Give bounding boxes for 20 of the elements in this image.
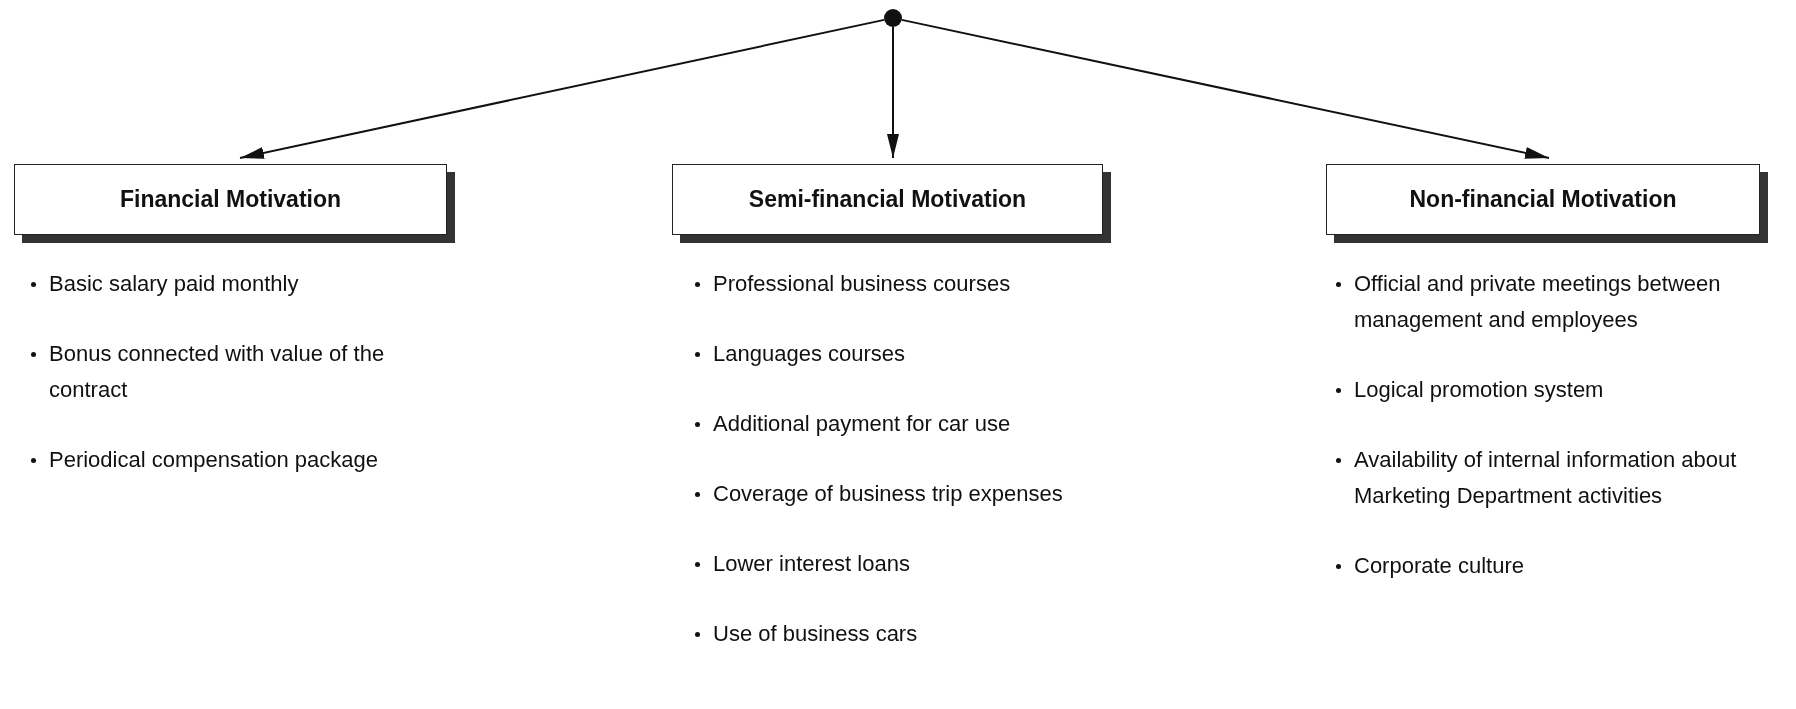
category-title: Semi-financial Motivation — [748, 186, 1027, 213]
arrow — [900, 18, 1550, 159]
bullet-item: Professional business courses — [693, 266, 1133, 302]
bullet-item: Periodical compensation package — [29, 442, 449, 478]
bullet-item: Bonus connected with value of the contract — [29, 336, 449, 408]
bullet-item: Use of business cars — [693, 616, 1133, 652]
bullet-item: Availability of internal information about Marketing Department activities — [1334, 442, 1789, 514]
category-title: Financial Motivation — [119, 186, 342, 213]
bullet-item: Corporate culture — [1334, 548, 1789, 584]
arrow — [887, 26, 899, 159]
category-title: Non-financial Motivation — [1409, 186, 1677, 213]
bullet-item: Lower interest loans — [693, 546, 1133, 582]
arrow — [239, 18, 886, 159]
bullet-item: Logical promotion system — [1334, 372, 1789, 408]
bullet-item: Coverage of business trip expenses — [693, 476, 1133, 512]
bullet-item: Languages courses — [693, 336, 1133, 372]
bullet-item: Basic salary paid monthly — [29, 266, 449, 302]
bullet-item: Official and private meetings between management and employees — [1334, 266, 1789, 338]
bullet-item: Additional payment for car use — [693, 406, 1133, 442]
root-dot — [884, 9, 902, 27]
